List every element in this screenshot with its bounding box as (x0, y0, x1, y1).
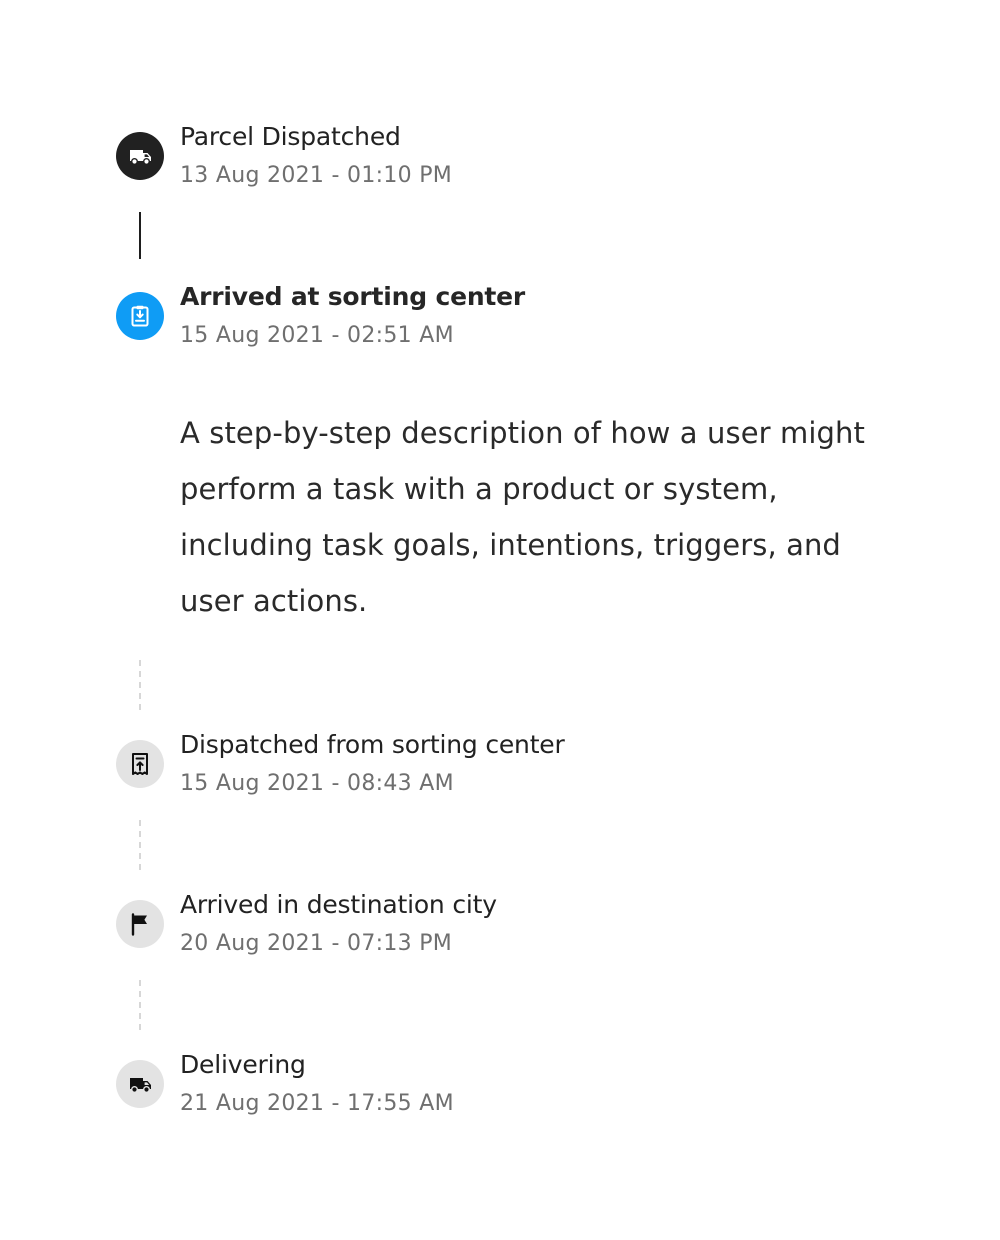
timeline-connector-pending (139, 980, 141, 1030)
step-title: Dispatched from sorting center (180, 730, 565, 759)
timeline-step-arrived-destination-city: Arrived in destination city 20 Aug 2021 … (116, 884, 876, 964)
step-timestamp: 13 Aug 2021 - 01:10 PM (180, 163, 453, 188)
timeline-step-delivering: Delivering 21 Aug 2021 - 17:55 AM (116, 1044, 876, 1124)
step-title: Arrived in destination city (180, 890, 497, 919)
receipt-upload-icon (116, 740, 164, 788)
step-title: Delivering (180, 1050, 306, 1079)
step-title: Arrived at sorting center (180, 282, 526, 311)
timeline-step-dispatched-sorting-center: Dispatched from sorting center 15 Aug 20… (116, 724, 876, 804)
step-timestamp: 21 Aug 2021 - 17:55 AM (180, 1091, 454, 1116)
timeline-step-parcel-dispatched: Parcel Dispatched 13 Aug 2021 - 01:10 PM (116, 116, 876, 196)
step-timestamp: 20 Aug 2021 - 07:13 PM (180, 931, 453, 956)
timeline-connector-pending (139, 660, 141, 710)
timeline-connector-completed (139, 212, 141, 259)
truck-icon (116, 1060, 164, 1108)
step-timestamp: 15 Aug 2021 - 02:51 AM (180, 323, 454, 348)
step-description: A step-by-step description of how a user… (180, 416, 865, 618)
step-timestamp: 15 Aug 2021 - 08:43 AM (180, 771, 454, 796)
timeline-connector-pending (139, 820, 141, 870)
truck-icon (116, 132, 164, 180)
clipboard-download-icon (116, 292, 164, 340)
step-title: Parcel Dispatched (180, 122, 401, 151)
flag-icon (116, 900, 164, 948)
timeline-step-arrived-sorting-center: Arrived at sorting center 15 Aug 2021 - … (116, 276, 876, 356)
